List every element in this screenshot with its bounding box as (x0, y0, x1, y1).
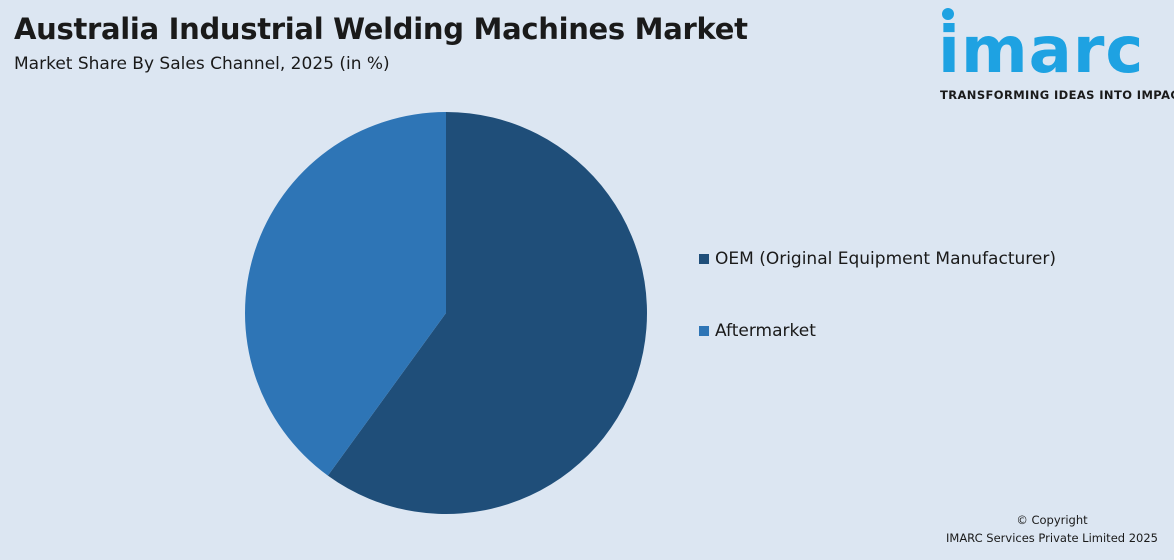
logo-wordmark: imarc (938, 14, 1145, 88)
chart-title: Australia Industrial Welding Machines Ma… (14, 12, 748, 46)
legend-label: Aftermarket (715, 321, 816, 341)
legend-swatch (699, 326, 709, 336)
copyright-line-1: © Copyright (1016, 513, 1088, 527)
legend-item: OEM (Original Equipment Manufacturer) (699, 248, 1056, 270)
imarc-logo: imarc TRANSFORMING IDEAS INTO IMPACT (938, 6, 1174, 106)
chart-legend: OEM (Original Equipment Manufacturer) Aft… (699, 248, 1056, 392)
copyright-line-2: IMARC Services Private Limited 2025 (946, 531, 1158, 545)
copyright-notice: © Copyright IMARC Services Private Limit… (946, 511, 1158, 547)
legend-label: OEM (Original Equipment Manufacturer) (715, 249, 1056, 269)
chart-subtitle: Market Share By Sales Channel, 2025 (in … (14, 54, 390, 74)
legend-item: Aftermarket (699, 320, 1056, 342)
logo-tagline: TRANSFORMING IDEAS INTO IMPACT (940, 88, 1174, 102)
logo-dot (942, 8, 954, 20)
legend-swatch (699, 254, 709, 264)
pie-slice-aftermarket (245, 112, 446, 476)
pie-slice-oem-original-equipment-manufacturer (327, 112, 647, 514)
